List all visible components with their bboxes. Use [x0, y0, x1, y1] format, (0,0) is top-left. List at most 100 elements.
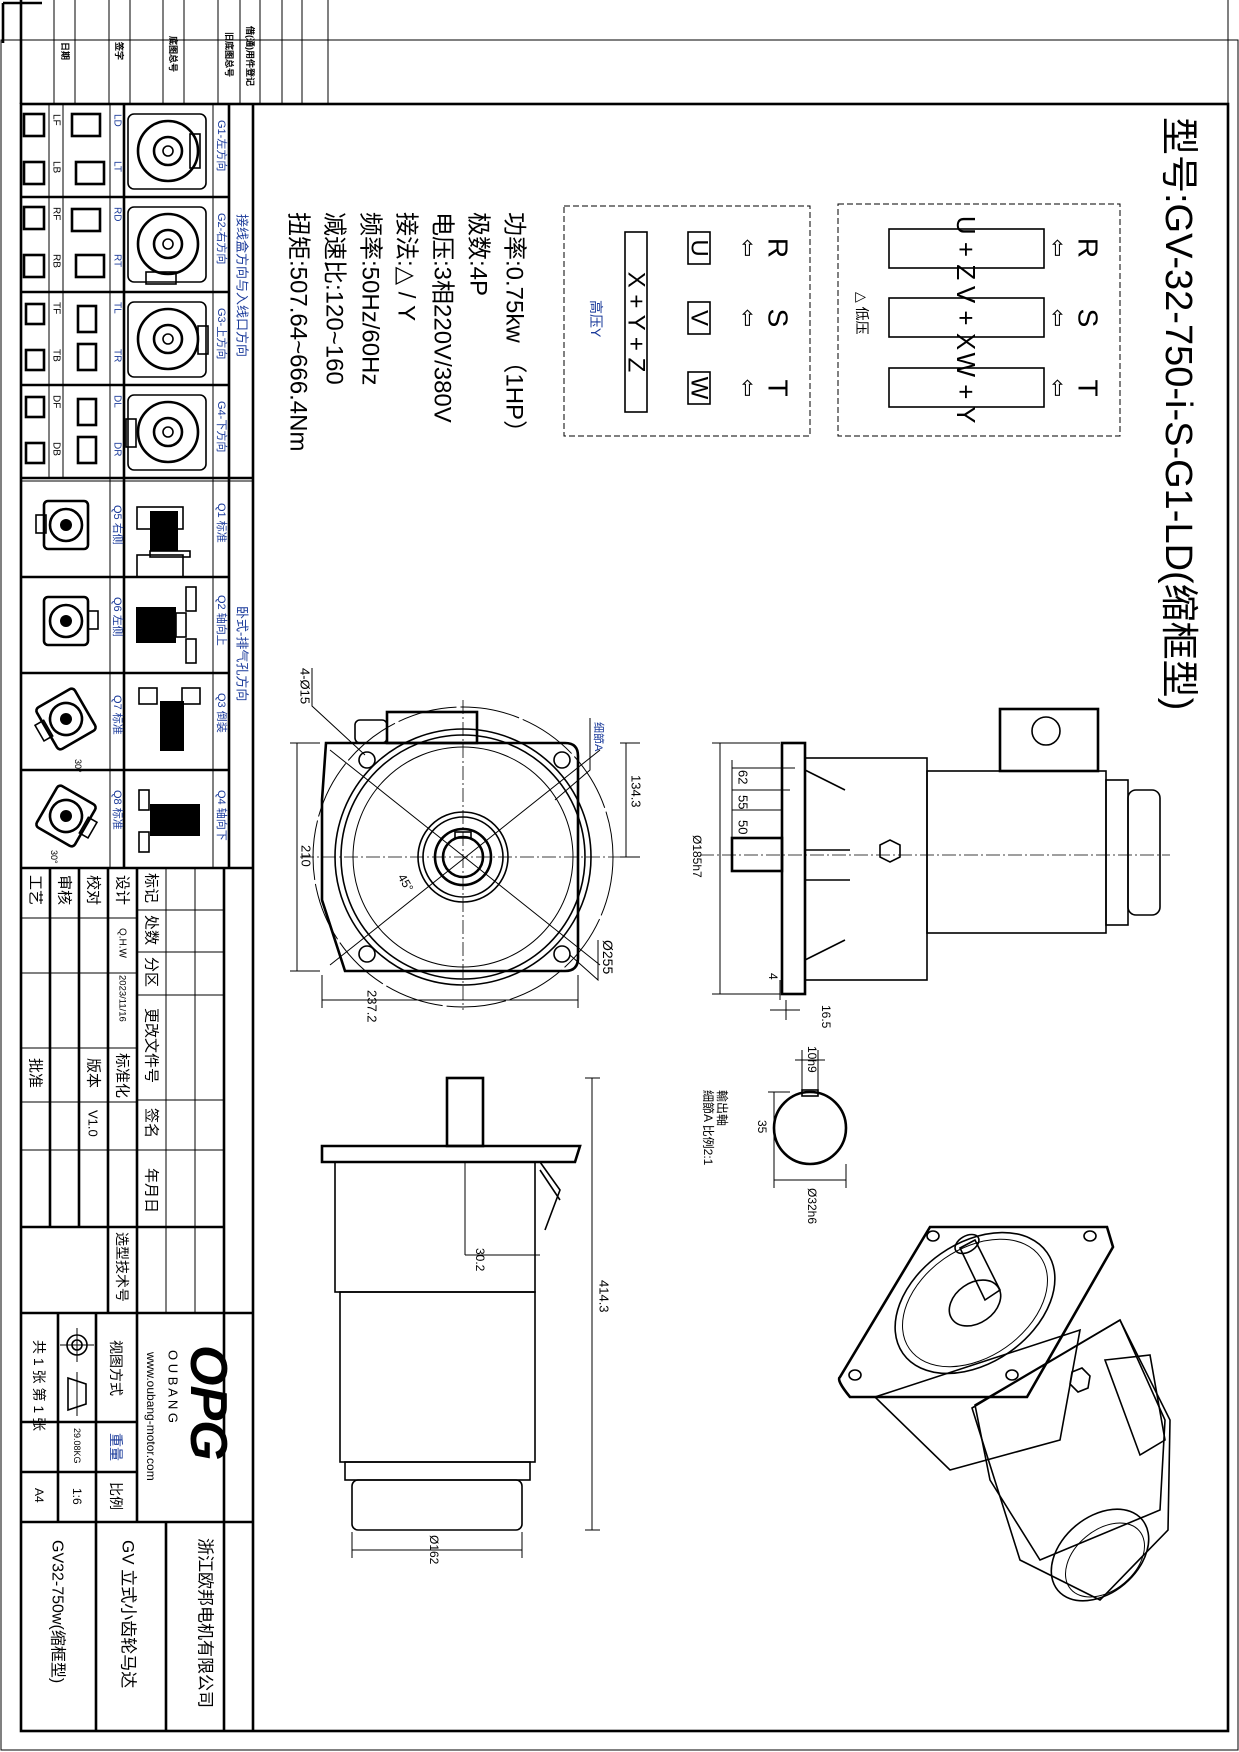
box-thumb [76, 435, 98, 465]
g-row-1: G1-左方向 LD LT LF LB [22, 112, 229, 190]
header-date: 年月日 [143, 1168, 160, 1213]
designer-value: Q.H.W [117, 928, 128, 959]
terminal-label: T [763, 379, 794, 396]
orientation-table: 接线盒方向与入线口方向 卧式-排气孔方向 G1-左方向 LD LT LF LB … [21, 104, 255, 870]
pos-c: TF [51, 302, 62, 314]
dim-210: 210 [299, 845, 314, 867]
box-thumb [22, 253, 46, 279]
check-label: 校对 [85, 875, 102, 905]
view-method-label: 视图方式 [108, 1340, 124, 1396]
star-bridge-label: X + Y + Z [623, 272, 650, 373]
box-thumb [24, 348, 46, 372]
pos-b: TR [112, 349, 123, 362]
dim-414: 414.3 [597, 1280, 612, 1313]
arrow-icon: ⇦ [736, 309, 761, 327]
review-label: 审核 [56, 875, 73, 905]
box-thumb [70, 112, 102, 138]
box-thumb [70, 207, 102, 233]
vent-thumbnail [35, 499, 90, 551]
q-sub-label: Q8 标准 [111, 790, 125, 830]
pair-label: W + Y [951, 352, 981, 423]
vent-thumbnail [35, 784, 99, 848]
box-thumb [24, 395, 46, 419]
terminal-label: R [763, 238, 794, 258]
strip-label-shared-register: 借(通)用件登记 [245, 25, 256, 86]
paper-size: A4 [32, 1488, 46, 1503]
design-label: 设计 [114, 875, 131, 905]
strip-label-date: 日期 [60, 42, 71, 60]
mount-thumbnail [136, 506, 191, 578]
isometric-view [837, 1225, 1171, 1602]
spec-torque: 扭矩:507.64~666.4Nm [285, 212, 312, 451]
first-angle-projection-icon [60, 1328, 94, 1416]
winding-box-label: W [686, 377, 713, 400]
q-sub-label: Q5 右侧 [111, 505, 125, 545]
selection-no-label: 选型技术号 [114, 1232, 130, 1302]
box-thumb [76, 397, 98, 427]
strip-label-signature: 签字 [114, 41, 125, 60]
q-row-4: Q4 轴向下 Q8 标准 30° [35, 784, 229, 864]
pos-a: TL [112, 302, 123, 314]
arrow-icon: ⇦ [1046, 239, 1071, 257]
q-sub-label: Q7 标准 [111, 695, 125, 735]
box-thumb [74, 160, 106, 186]
q-row-2: Q2 轴向上 Q6 左侧 [42, 586, 229, 664]
g-row-3: G3-上方向 TL TR TF TB [24, 301, 229, 378]
terminal-label: R [1073, 238, 1104, 258]
dim-16-5: 16.5 [819, 1005, 833, 1029]
g-label: G3-上方向 [215, 308, 229, 359]
winding-box-label: V [686, 310, 713, 326]
terminal-label: T [1073, 379, 1104, 396]
spec-list: 功率:0.75kw （1HP） 极数:4P 电压:3相220V/380V 接法:… [285, 212, 528, 451]
pos-b: LT [112, 161, 123, 172]
model-title: 型号:GV-32-750-i-S-G1-LD(缩框型) [1157, 117, 1199, 710]
company-name: 浙江欧邦电机有限公司 [196, 1538, 215, 1708]
dim-50: 50 [736, 820, 751, 834]
g-label: G4-下方向 [215, 401, 229, 452]
dim-35: 35 [755, 1120, 769, 1134]
q-label: Q2 轴向上 [215, 595, 229, 646]
group-label-terminal-box: 接线盒方向与入线口方向 [235, 214, 250, 357]
motor-front-thumbnail [127, 301, 209, 378]
pos-a: RD [112, 207, 123, 221]
company-logo: OPG [179, 1345, 237, 1461]
spec-connection: 接法:△ / Y [393, 212, 420, 321]
dim-62: 62 [736, 770, 751, 784]
spec-poles: 极数:4P [465, 212, 492, 296]
box-thumb [74, 253, 106, 279]
weight-value: 29.08KG [72, 1428, 82, 1464]
pos-a: DL [112, 395, 123, 408]
pos-d: RB [51, 254, 62, 268]
arrow-icon: ⇦ [1046, 309, 1071, 327]
pos-c: DF [51, 395, 62, 408]
high-voltage-caption: 高压Y [588, 300, 604, 338]
dim-30-2: 30.2 [473, 1248, 487, 1272]
side-view: 62 55 50 Ø185h7 4 16.5 [690, 707, 1170, 1029]
shaft-caption-detail: 細節A 比例2:1 [701, 1090, 716, 1166]
angle-30-label: 30° [49, 850, 59, 864]
front-view: 4-Ø15 细節A 134.3 Ø255 210 237.2 45° [290, 668, 644, 1023]
dim-holes: 4-Ø15 [298, 668, 313, 704]
motor-front-thumbnail [125, 394, 207, 471]
pair-label: V + X [951, 286, 981, 350]
dim-4: 4 [766, 973, 780, 980]
dim-detail-a: 细節A [592, 722, 606, 752]
standardization-label: 标准化 [114, 1053, 131, 1098]
pos-c: RF [51, 207, 62, 220]
arrow-icon: ⇦ [736, 239, 761, 257]
sheet-count: 共 1 张 第 1 张 [31, 1340, 47, 1431]
g-row-4: G4-下方向 DL DR DF DB [24, 394, 229, 471]
wiring-diagram-low-voltage: R S T ⇦ ⇦ ⇦ U + Z V + X W + Y △ 低压 [837, 203, 1121, 437]
pos-d: LB [51, 161, 62, 174]
scale-label: 比例 [108, 1482, 124, 1510]
box-thumb [24, 302, 46, 326]
spec-frequency: 频率:50Hz/60Hz [357, 212, 384, 385]
revision-strip: 日期 签字 底图总号 旧底图总号 借(通)用件登记 [19, 0, 329, 104]
brand-name: O U B A N G [166, 1350, 181, 1423]
box-thumb [22, 205, 46, 231]
dim-angle-45: 45° [395, 872, 416, 895]
terminal-label: S [1073, 309, 1104, 328]
shaft-caption: 輸出軸 [715, 1090, 730, 1126]
motor-front-thumbnail [127, 113, 207, 190]
